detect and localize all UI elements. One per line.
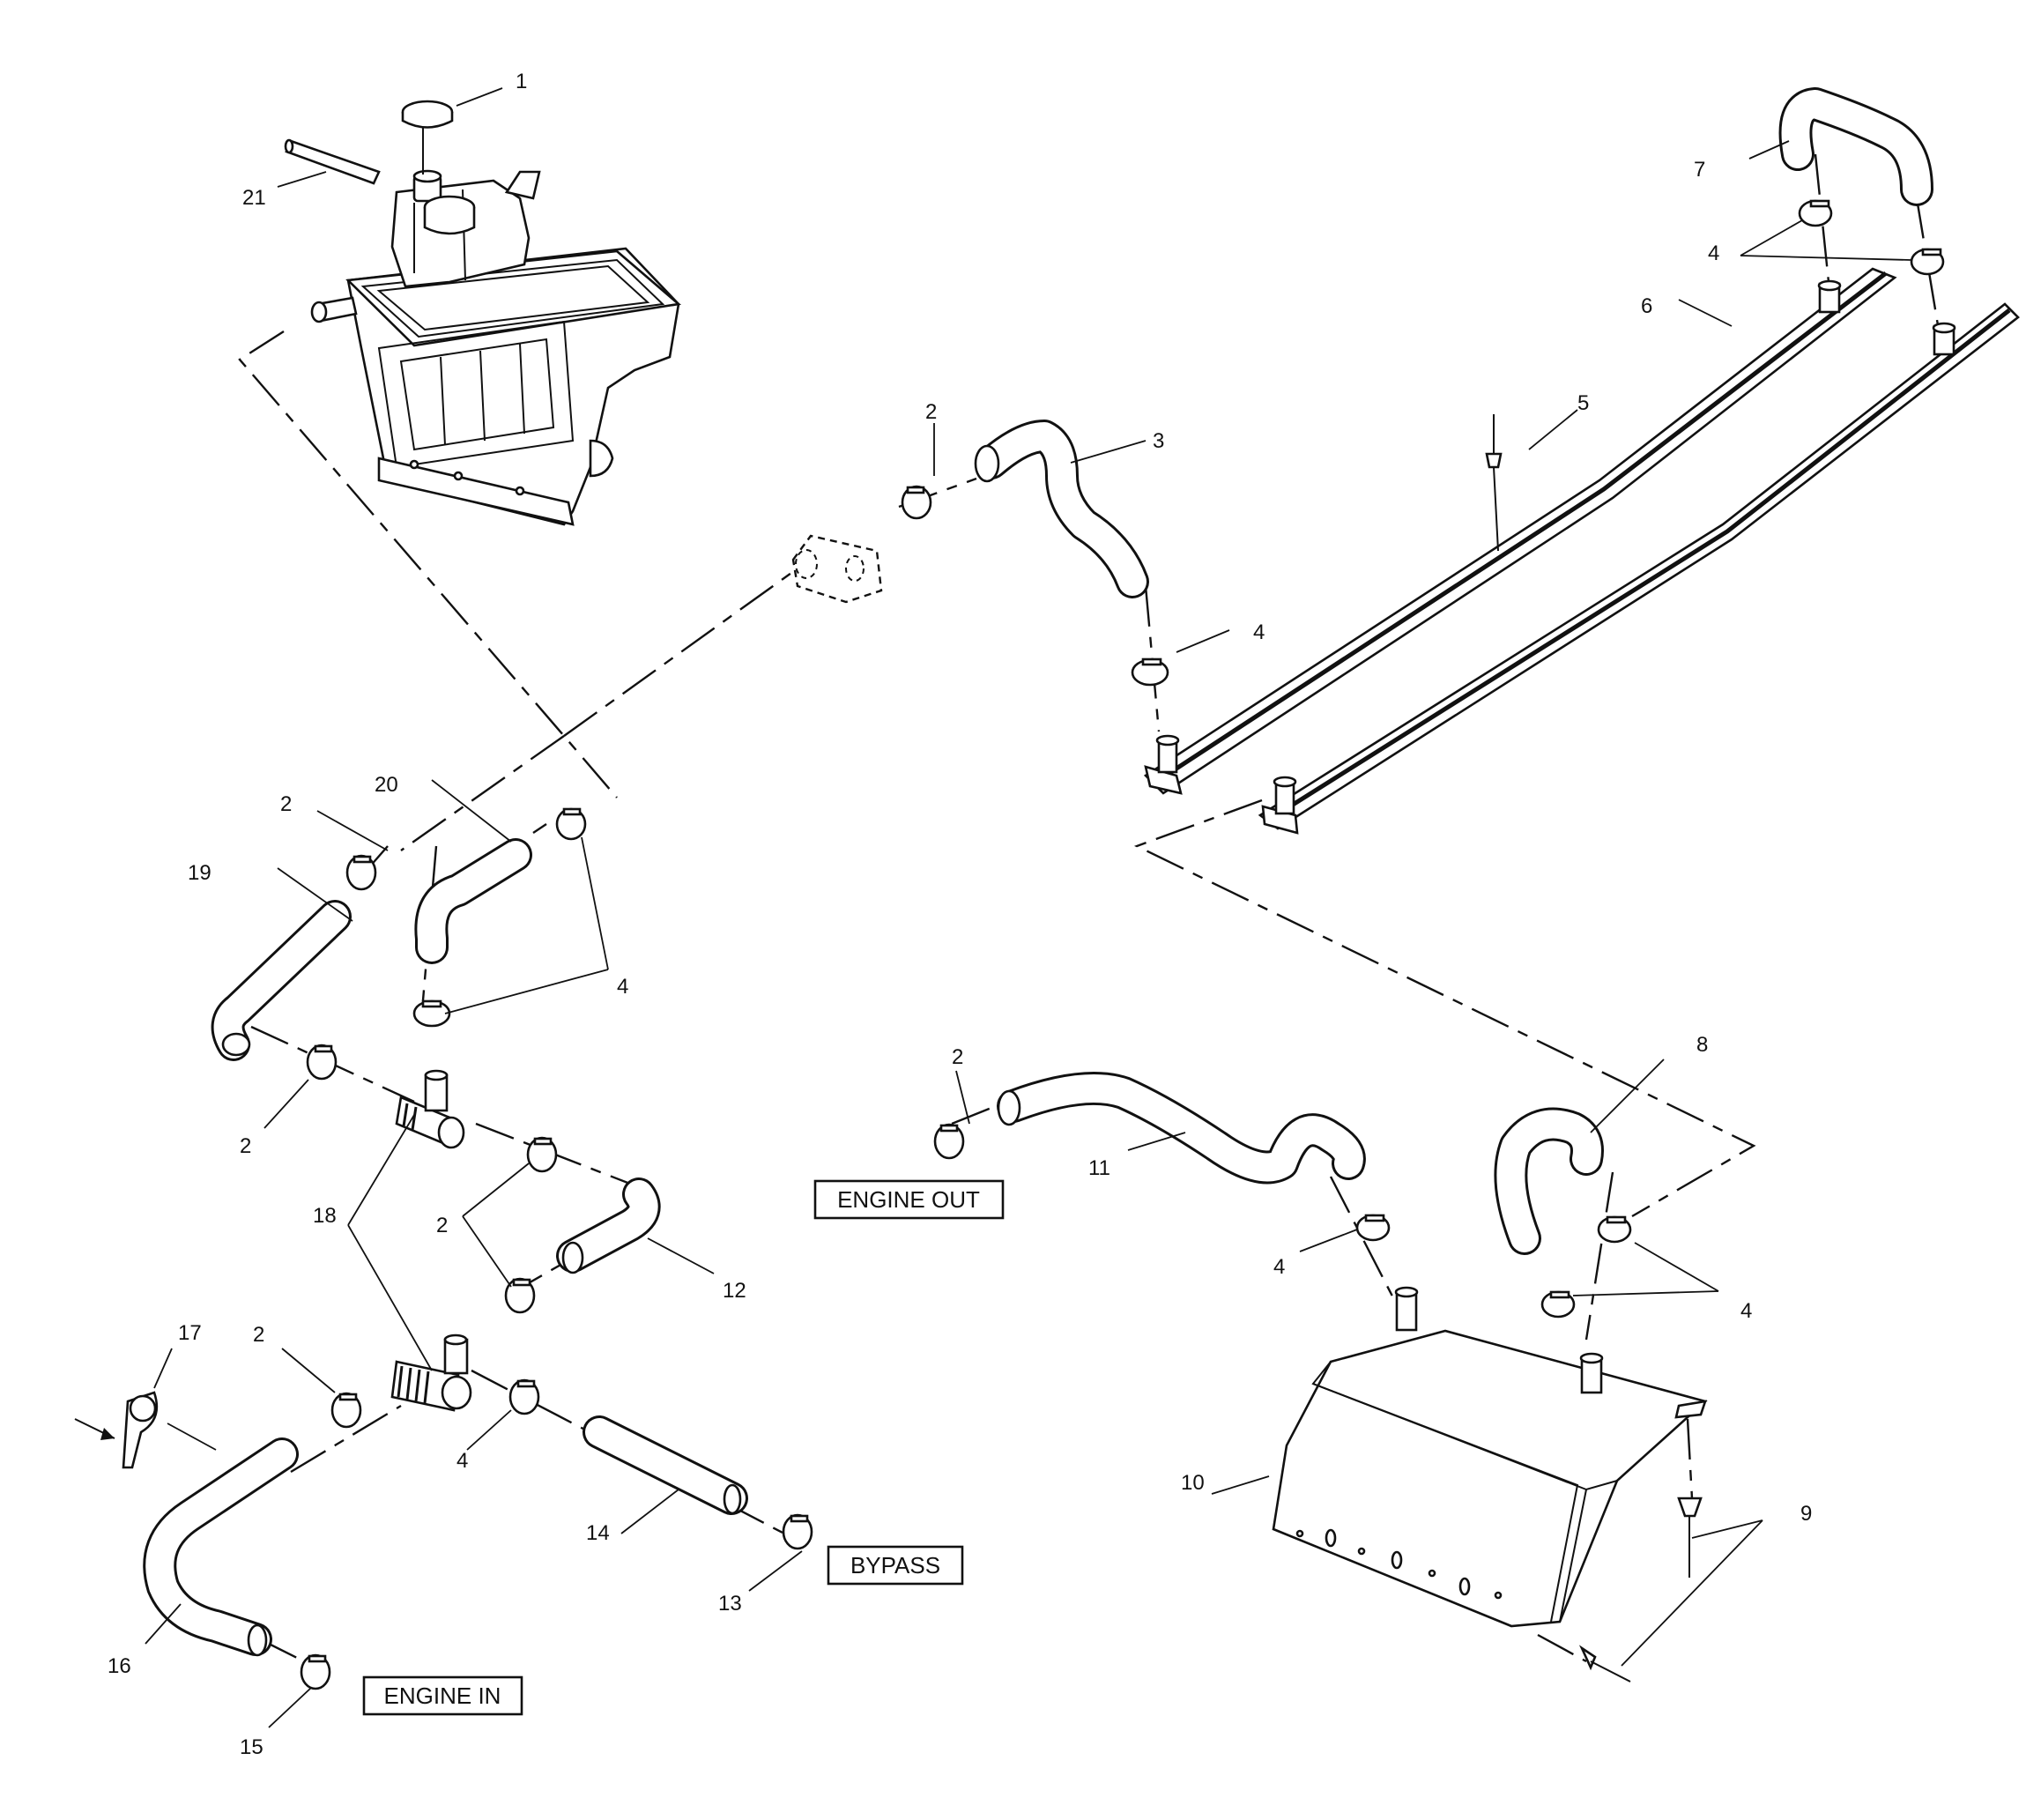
clamp-2-left <box>306 1044 338 1081</box>
assembly-line-hose-8 <box>1584 1171 1614 1341</box>
assembly-line-hose-11 <box>1329 1176 1403 1314</box>
clamps <box>300 199 1945 1690</box>
clamp-15 <box>300 1653 331 1690</box>
clamp-2-19 <box>345 854 377 891</box>
callout-numbers: 1 2 3 4 5 6 7 4 8 9 10 11 12 13 14 15 16… <box>108 70 1812 1759</box>
callout-17: 17 <box>178 1321 202 1345</box>
clamp-2-tee-left <box>330 1392 362 1429</box>
cooler-rails <box>1143 267 2020 835</box>
engine-out-text: ENGINE OUT <box>837 1186 980 1213</box>
clamp-4-upper-left <box>1798 199 1833 227</box>
callout-16: 16 <box>108 1654 131 1678</box>
elbow-20 <box>414 838 532 964</box>
clamp-2-engine-out <box>933 1123 965 1160</box>
callout-4-upper: 4 <box>1708 241 1719 265</box>
callout-21: 21 <box>242 186 266 210</box>
connector-fitting <box>791 534 883 604</box>
callout-2-mid: 2 <box>436 1214 448 1237</box>
hose-8 <box>1494 1107 1604 1255</box>
clamp-4-j-upper <box>1597 1215 1632 1244</box>
clip-17 <box>74 1391 217 1469</box>
callout-3: 3 <box>1153 429 1164 453</box>
callout-15: 15 <box>240 1735 263 1759</box>
assembly-line-tee-lower-left <box>290 1404 402 1474</box>
clamp-2-top <box>901 485 932 520</box>
hose-19 <box>211 900 352 1061</box>
callout-8: 8 <box>1696 1033 1708 1057</box>
assembly-line-elbow-20 <box>532 823 547 834</box>
hose-14 <box>583 1415 748 1515</box>
assembly-line-clamp-7-right <box>1915 197 1941 331</box>
clamp-4-upper-right <box>1910 248 1945 276</box>
hose-7 <box>1778 87 1933 206</box>
heat-exchanger <box>1272 1286 1708 1683</box>
callout-2-tee: 2 <box>253 1323 264 1347</box>
assembly-line-clamp-7-left <box>1814 153 1830 283</box>
clamp-13 <box>782 1513 813 1550</box>
engine-out-label: ENGINE OUT <box>813 1179 1005 1220</box>
bypass-label: BYPASS <box>827 1545 964 1586</box>
rivet-9 <box>1578 1497 1703 1683</box>
leader-lines <box>145 87 1911 1728</box>
callout-6: 6 <box>1641 294 1652 318</box>
callout-2-engine-out: 2 <box>952 1045 963 1069</box>
callout-5: 5 <box>1577 391 1589 415</box>
clamp-4-tee-right <box>508 1378 540 1415</box>
tee-fitting-upper <box>395 1069 465 1149</box>
callout-7: 7 <box>1694 158 1705 182</box>
assembly-line-tank <box>238 330 618 799</box>
callout-4-20: 4 <box>617 975 628 999</box>
callout-13: 13 <box>718 1592 742 1616</box>
hose-11 <box>997 1072 1366 1185</box>
clamp-4-elbow-bottom <box>412 999 451 1028</box>
engine-in-text: ENGINE IN <box>384 1683 501 1709</box>
hose-16 <box>143 1437 299 1657</box>
callout-4-rail: 4 <box>1253 620 1265 644</box>
callout-2-top: 2 <box>925 400 937 424</box>
callout-4-engine-out: 4 <box>1273 1255 1285 1279</box>
assembly-line-tank-lower <box>400 735 565 851</box>
callout-2-19: 2 <box>280 792 292 816</box>
assembly-line-cooler-connector <box>563 568 798 737</box>
hoses <box>143 87 1933 1657</box>
callout-1: 1 <box>516 70 527 93</box>
hose-3 <box>974 420 1149 598</box>
clamp-4-rail <box>1131 657 1169 687</box>
callout-4-tee: 4 <box>456 1449 468 1473</box>
rivet-5 <box>1485 414 1503 552</box>
callout-10: 10 <box>1181 1471 1205 1495</box>
callout-4-j: 4 <box>1740 1299 1752 1323</box>
callout-2-left: 2 <box>240 1134 251 1158</box>
callout-11: 11 <box>1088 1156 1110 1180</box>
tee-fitting-lower <box>390 1333 472 1412</box>
reservoir-tank <box>284 100 681 526</box>
clamp-2-low <box>504 1277 536 1314</box>
callout-14: 14 <box>586 1521 610 1545</box>
clamp-2-mid <box>526 1136 558 1173</box>
callout-20: 20 <box>375 773 398 797</box>
clamp-4-20 <box>555 807 587 841</box>
clamp-4-engine-out <box>1355 1214 1391 1242</box>
assembly-line-clamp-2-engine-out <box>951 1104 997 1125</box>
bypass-text: BYPASS <box>850 1552 940 1579</box>
clamp-4-j-lower <box>1540 1290 1576 1319</box>
callout-18: 18 <box>313 1204 337 1228</box>
engine-in-label: ENGINE IN <box>362 1675 523 1716</box>
assembly-line-rails-to-exchanger <box>1133 799 1756 1218</box>
assembly-line-rivet-9-top <box>1686 1418 1694 1499</box>
assembly-line-rivet-9 <box>1537 1633 1587 1663</box>
callout-9: 9 <box>1800 1502 1812 1526</box>
callout-12: 12 <box>723 1279 746 1303</box>
elbow-12 <box>556 1177 661 1274</box>
callout-19: 19 <box>188 861 212 885</box>
